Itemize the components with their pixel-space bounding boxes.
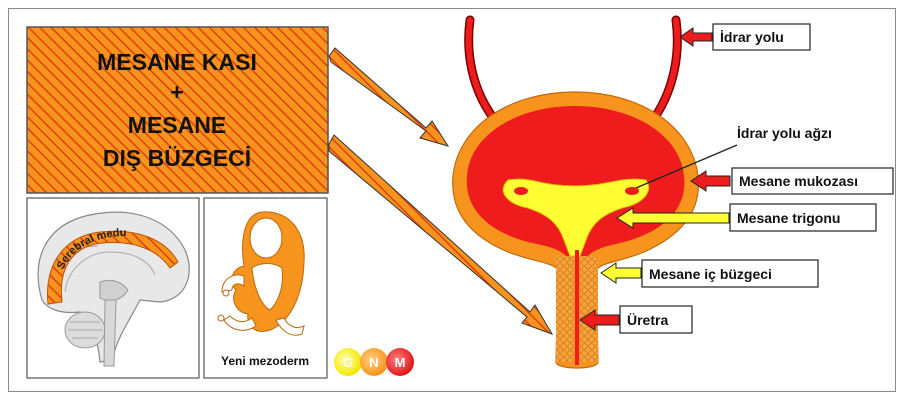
label-ureter: İdrar yolu bbox=[720, 29, 784, 45]
left-ureter-orifice bbox=[514, 187, 528, 195]
arrow-internal-sphincter bbox=[601, 263, 641, 283]
label-ureter-orifice: İdrar yolu ağzı bbox=[737, 125, 832, 141]
header-line-3: MESANE bbox=[128, 112, 226, 138]
embryo-panel: Yeni mezoderm bbox=[204, 198, 327, 378]
label-internal-sphincter: Mesane iç büzgeci bbox=[649, 266, 772, 282]
embryo-panel-label: Yeni mezoderm bbox=[221, 354, 309, 368]
logo-letter-m: M bbox=[395, 355, 406, 370]
label-mucosa: Mesane mukozası bbox=[739, 173, 858, 189]
urethra-channel bbox=[575, 250, 579, 365]
arrow-ureter bbox=[680, 28, 712, 46]
logo-letter-n: N bbox=[369, 355, 378, 370]
header-box: MESANE KASI + MESANE DIŞ BÜZGECİ bbox=[27, 27, 328, 193]
arrow-to-bladder-wall bbox=[329, 48, 448, 146]
header-line-1: MESANE KASI bbox=[97, 49, 257, 75]
header-line-4: DIŞ BÜZGECİ bbox=[103, 145, 251, 171]
internal-sphincter-left bbox=[556, 256, 574, 362]
header-line-2: + bbox=[170, 79, 183, 105]
internal-sphincter-right bbox=[580, 256, 598, 362]
label-trigone: Mesane trigonu bbox=[737, 210, 840, 226]
logo-letter-g: G bbox=[343, 355, 353, 370]
gnm-logo: G N M bbox=[334, 348, 414, 376]
label-urethra: Üretra bbox=[627, 312, 668, 328]
